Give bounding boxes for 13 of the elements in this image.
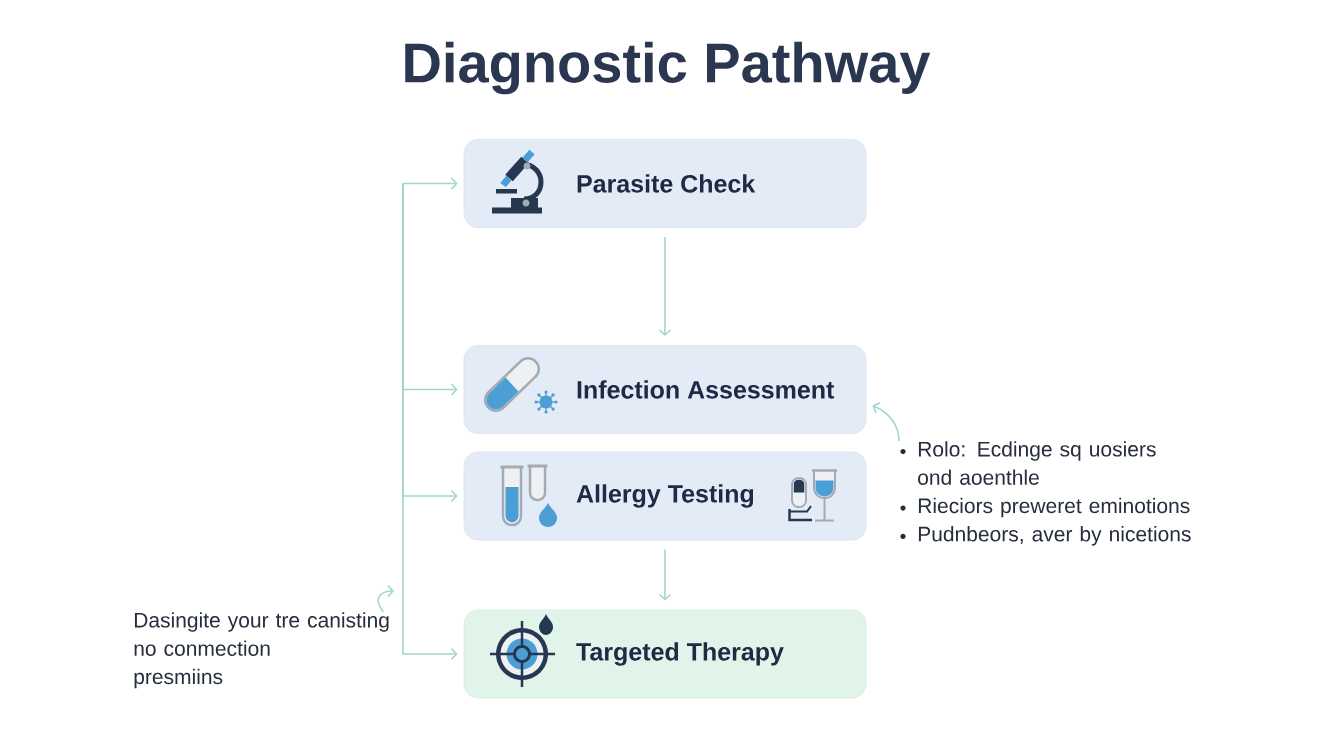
arrow <box>402 182 458 661</box>
title: Diagnostic Pathway <box>405 41 931 95</box>
annotation-text: Dasingite your tre canisting no conmection presmiins <box>134 612 389 689</box>
arrow <box>658 548 672 601</box>
process-box: Allergy Testing <box>463 451 867 541</box>
process-box: Parasite Check <box>463 139 867 228</box>
arrow <box>402 177 458 190</box>
arrow <box>377 584 394 613</box>
process-box: Infection Assessment <box>463 345 867 434</box>
arrow <box>872 401 900 442</box>
bullet-list: Rolo: Ecdinge sq uosiers ond aoenthle Rieciors preweret eminotions Pudnbeors, aver by nicetions <box>918 441 1191 546</box>
arrow <box>658 236 672 337</box>
process-box: Targeted Therapy <box>463 609 867 699</box>
